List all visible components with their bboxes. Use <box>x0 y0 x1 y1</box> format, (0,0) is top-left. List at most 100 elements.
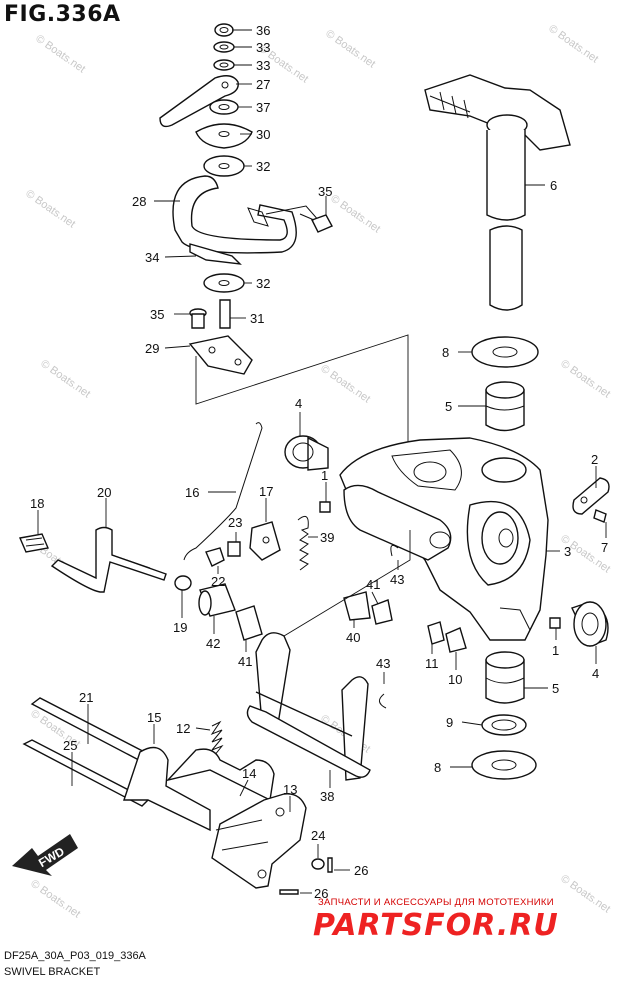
callout-10: 10 <box>448 672 462 687</box>
callout-8: 8 <box>434 760 441 775</box>
callout-18: 18 <box>30 496 44 511</box>
callout-19: 19 <box>173 620 187 635</box>
callout-4: 4 <box>592 666 599 681</box>
figure-code: DF25A_30A_P03_019_336A <box>4 950 146 962</box>
bushing <box>571 601 609 647</box>
callout-5: 5 <box>552 681 559 696</box>
promo-tagline: ЗАПЧАСТИ И АКСЕССУАРЫ ДЛЯ МОТОТЕХНИКИ <box>318 897 554 908</box>
cotter-pin <box>279 889 299 895</box>
bushing <box>485 651 525 704</box>
callouts: 36 33 33 27 37 30 32 28 35 34 32 35 31 2… <box>30 23 608 901</box>
callout-26: 26 <box>354 863 368 878</box>
watermark: © Boats.net <box>558 873 612 916</box>
callout-27: 27 <box>256 77 270 92</box>
swivel-bracket-body <box>339 437 549 641</box>
spring <box>297 515 309 571</box>
bolt <box>205 547 225 567</box>
cotter-pin <box>327 857 333 873</box>
leader-lines <box>37 29 607 894</box>
callout-17: 17 <box>259 484 273 499</box>
callout-41: 41 <box>238 654 252 669</box>
callout-3: 3 <box>564 544 571 559</box>
callout-34: 34 <box>145 250 159 265</box>
figure-title: FIG.336A <box>4 2 121 27</box>
grease-nipple <box>319 501 331 513</box>
callout-32: 32 <box>256 276 270 291</box>
callout-31: 31 <box>250 311 264 326</box>
callout-43: 43 <box>390 572 404 587</box>
callout-43: 43 <box>376 656 390 671</box>
callout-11: 11 <box>425 656 439 671</box>
callout-1: 1 <box>321 468 328 483</box>
circlip <box>390 544 399 557</box>
watermark: © Boats.net <box>328 193 382 236</box>
callout-16: 16 <box>185 485 199 500</box>
callout-15: 15 <box>147 710 161 725</box>
callout-5: 5 <box>445 399 452 414</box>
grease-nipple <box>549 617 561 629</box>
callout-14: 14 <box>242 766 256 781</box>
callout-36: 36 <box>256 23 270 38</box>
bushing <box>371 599 393 625</box>
promo-brand-logo: PARTSFOR.RU <box>313 908 559 943</box>
pin <box>219 299 231 329</box>
callout-6: 6 <box>550 178 557 193</box>
bolt <box>189 308 207 329</box>
bolt <box>427 621 445 645</box>
steering-shaft <box>424 74 571 311</box>
tilt-lock-lever <box>246 530 411 781</box>
callout-1: 1 <box>552 643 559 658</box>
callout-2: 2 <box>591 452 598 467</box>
washer <box>311 858 325 870</box>
bushing <box>485 381 525 432</box>
callout-33: 33 <box>256 58 270 73</box>
callout-30: 30 <box>256 127 270 142</box>
spring-rod <box>183 422 263 561</box>
tilt-handle <box>172 175 321 254</box>
callout-42: 42 <box>206 636 220 651</box>
figure-subtitle: SWIVEL BRACKET <box>4 966 101 978</box>
washer <box>203 273 245 293</box>
callout-12: 12 <box>176 721 190 736</box>
callout-24: 24 <box>311 828 325 843</box>
sleeve <box>198 583 236 617</box>
callout-9: 9 <box>446 715 453 730</box>
bracket-plate <box>188 335 253 375</box>
plate <box>189 243 242 265</box>
callout-25: 25 <box>63 738 77 753</box>
callout-37: 37 <box>256 100 270 115</box>
washer <box>471 750 537 780</box>
callout-13: 13 <box>283 782 297 797</box>
lever <box>19 526 167 593</box>
bolt <box>299 213 333 233</box>
stopper <box>249 521 281 561</box>
watermark: © Boats.net <box>28 878 82 921</box>
pin <box>343 591 371 621</box>
callout-8: 8 <box>442 345 449 360</box>
tilt-bracket <box>123 746 307 889</box>
top-stack <box>159 23 253 177</box>
bushing <box>235 605 263 641</box>
watermark: © Boats.net <box>546 23 600 66</box>
callout-35: 35 <box>318 184 332 199</box>
circlip <box>379 693 387 709</box>
watermark: © Boats.net <box>558 358 612 401</box>
fwd-arrow-icon: FWD <box>12 834 78 876</box>
callout-33: 33 <box>256 40 270 55</box>
nut <box>227 541 241 557</box>
watermark: © Boats.net <box>38 358 92 401</box>
callout-28: 28 <box>132 194 146 209</box>
bushing <box>284 435 329 471</box>
washer <box>481 714 527 736</box>
screw <box>593 509 607 523</box>
callout-38: 38 <box>320 789 334 804</box>
collar <box>174 575 192 591</box>
watermark: © Boats.net <box>318 363 372 406</box>
callout-32: 32 <box>256 159 270 174</box>
callout-29: 29 <box>145 341 159 356</box>
clip <box>572 477 610 515</box>
callout-41: 41 <box>366 577 380 592</box>
watermark: © Boats.net <box>33 33 87 76</box>
watermark: © Boats.net <box>323 28 377 71</box>
